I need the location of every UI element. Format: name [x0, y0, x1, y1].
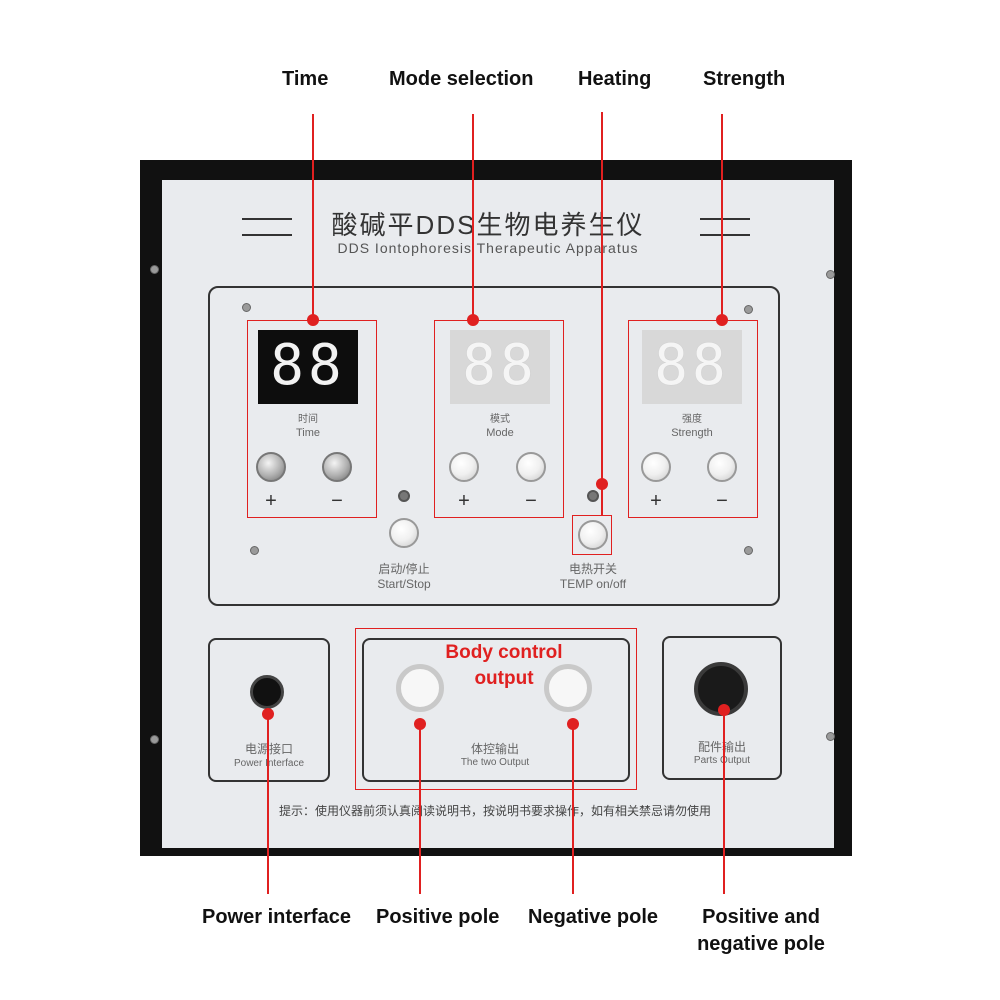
- leader-line-positive: [419, 724, 421, 894]
- callout-mode-selection: Mode selection: [389, 68, 534, 90]
- callout-time: Time: [282, 68, 329, 90]
- screw-icon: [242, 303, 251, 312]
- time-plus-button[interactable]: [256, 452, 286, 482]
- minus-sign: −: [525, 490, 537, 512]
- screw-icon: [150, 735, 159, 744]
- screw-icon: [744, 546, 753, 555]
- leader-dot-parts: [718, 704, 730, 716]
- mode-display-value: 88: [462, 333, 538, 398]
- strength-label-cn: 强度: [682, 414, 702, 425]
- start-indicator-led: [398, 490, 410, 502]
- temp-label-cn: 电热开关: [568, 562, 617, 576]
- heating-indicator-led: [587, 490, 599, 502]
- leader-line-strength: [721, 114, 723, 320]
- strength-label-en: Strength: [671, 427, 713, 439]
- mode-label-en: Mode: [486, 427, 514, 439]
- leader-dot-positive: [414, 718, 426, 730]
- screw-icon: [250, 546, 259, 555]
- plus-sign: +: [458, 490, 470, 512]
- start-stop-label-cn: 启动/停止: [378, 562, 430, 576]
- title-rule-left: [242, 218, 292, 220]
- screw-icon: [826, 732, 835, 741]
- minus-sign: −: [331, 490, 343, 512]
- strength-display-value: 88: [654, 333, 730, 398]
- leader-dot-power: [262, 708, 274, 720]
- positive-output-socket[interactable]: [396, 664, 444, 712]
- control-panel: [208, 286, 780, 606]
- time-display-value: 88: [270, 333, 346, 398]
- power-port-box: [208, 638, 330, 782]
- device-title: 酸碱平DDS生物电养生仪: [331, 210, 645, 240]
- mode-display: 88: [450, 330, 550, 404]
- output-label-en: The two Output: [460, 757, 530, 768]
- output-label-cn: 体控输出: [470, 742, 519, 756]
- callout-power-interface: Power interface: [202, 906, 351, 928]
- mode-plus-button[interactable]: [449, 452, 479, 482]
- time-label-en: Time: [295, 427, 321, 439]
- mode-minus-button[interactable]: [516, 452, 546, 482]
- temp-on-off-button[interactable]: [578, 520, 608, 550]
- strength-plus-button[interactable]: [641, 452, 671, 482]
- leader-line-parts: [723, 710, 725, 894]
- start-stop-label-en: Start/Stop: [377, 577, 431, 591]
- leader-line-time: [312, 114, 314, 320]
- device-subtitle: DDS Iontophoresis Therapeutic Apparatus: [337, 240, 639, 256]
- title-rule-right: [700, 218, 750, 220]
- heating-highlight-box: [572, 515, 612, 555]
- leader-dot-mode: [467, 314, 479, 326]
- callout-heating: Heating: [578, 68, 652, 90]
- leader-dot-negative: [567, 718, 579, 730]
- temp-label-en: TEMP on/off: [559, 577, 627, 591]
- leader-dot-time: [307, 314, 319, 326]
- strength-highlight-box: [628, 320, 758, 518]
- power-jack[interactable]: [250, 675, 284, 709]
- leader-dot-strength: [716, 314, 728, 326]
- callout-negative-pole: Negative pole: [528, 906, 659, 928]
- leader-line-power: [267, 714, 269, 894]
- parts-label-en: Parts Output: [693, 755, 751, 766]
- power-label-cn: 电源接口: [208, 740, 330, 757]
- time-display: 88: [258, 330, 358, 404]
- power-label-en: Power Interface: [233, 758, 305, 769]
- callout-positive-and-negative-line2: negative pole: [697, 933, 825, 955]
- time-minus-button[interactable]: [322, 452, 352, 482]
- parts-port-box: [662, 636, 782, 780]
- time-label-cn: 时间: [298, 414, 318, 425]
- body-control-label-line2: output: [474, 668, 534, 689]
- strength-minus-button[interactable]: [707, 452, 737, 482]
- output-port-box: [362, 638, 630, 782]
- start-stop-button[interactable]: [389, 518, 419, 548]
- body-control-label-line1: Body control: [445, 642, 563, 663]
- leader-line-negative: [572, 724, 574, 894]
- screw-icon: [744, 305, 753, 314]
- strength-display: 88: [642, 330, 742, 404]
- callout-strength: Strength: [703, 68, 786, 90]
- plus-sign: +: [650, 490, 662, 512]
- negative-output-socket[interactable]: [544, 664, 592, 712]
- time-highlight-box: [247, 320, 377, 518]
- callout-positive-and-negative-line1: Positive and: [702, 906, 820, 928]
- callout-positive-pole: Positive pole: [376, 906, 500, 928]
- parts-label-cn: 配件输出: [697, 740, 746, 754]
- body-control-highlight-box: [355, 628, 637, 790]
- screw-icon: [826, 270, 835, 279]
- leader-line-mode: [472, 114, 474, 320]
- mode-highlight-box: [434, 320, 564, 518]
- usage-notice: 提示：使用仪器前须认真阅读说明书，按说明书要求操作，如有相关禁忌请勿使用: [278, 804, 711, 818]
- title-rule-right: [700, 234, 750, 236]
- screw-icon: [150, 265, 159, 274]
- plus-sign: +: [265, 490, 277, 512]
- mode-label-cn: 模式: [490, 414, 510, 425]
- title-rule-left: [242, 234, 292, 236]
- leader-dot-heating: [596, 478, 608, 490]
- leader-line-heating: [601, 112, 603, 515]
- minus-sign: −: [716, 490, 728, 512]
